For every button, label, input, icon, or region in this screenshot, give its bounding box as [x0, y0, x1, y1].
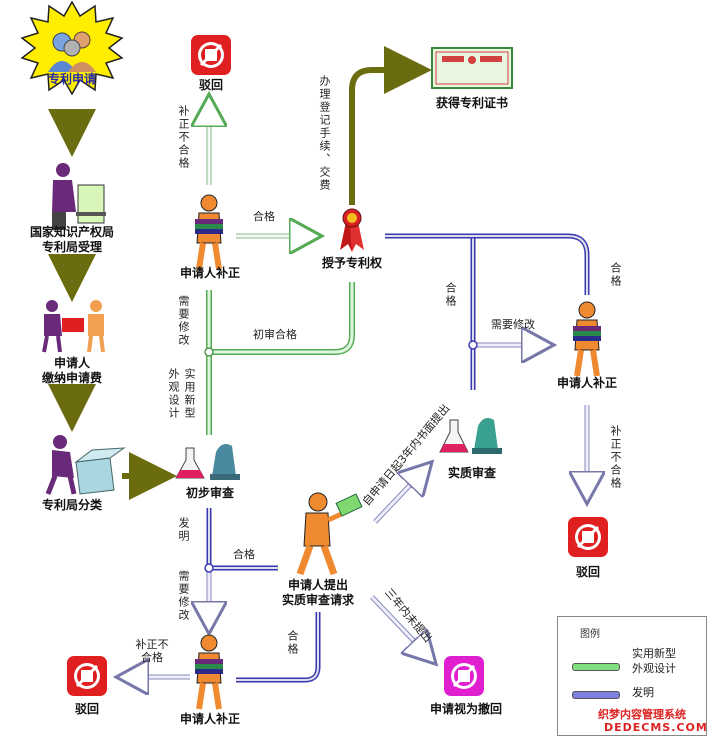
person-books-icon	[195, 634, 223, 710]
medal-icon	[340, 208, 364, 252]
node-apply: 专利申请	[47, 72, 96, 86]
withdraw-icon	[444, 656, 484, 696]
node-withdrawn: 申请视为撤回	[429, 702, 502, 716]
edge-right-need-modify: 需要修改	[491, 318, 535, 331]
lab-icon-prelim	[175, 444, 240, 480]
stop-icon	[191, 35, 231, 75]
node-request-line2: 实质审查请求	[281, 593, 354, 607]
node-substantive: 实质审查	[447, 466, 496, 480]
node-prelim: 初步审查	[185, 486, 234, 500]
edge-top-pass: 合格	[253, 210, 275, 223]
person-books-icon	[195, 194, 223, 270]
edge-register: 办理登记手续、交费	[318, 75, 331, 192]
burst-icon	[20, 0, 124, 96]
node-certificate: 获得专利证书	[435, 96, 508, 110]
edge-need-modify-bottom: 需要修改	[177, 570, 190, 622]
sorting-icon	[45, 435, 126, 495]
legend-blue: 发明	[632, 686, 654, 699]
olive-arrows	[48, 46, 432, 500]
edge-right-pass-top: 合格	[609, 262, 622, 288]
node-grant: 授予专利权	[321, 256, 382, 270]
node-reject-right: 驳回	[575, 565, 600, 579]
node-request-line1: 申请人提出	[287, 578, 348, 592]
green-paths	[205, 100, 355, 435]
edge-top-reject: 补正不合格	[177, 105, 190, 170]
edge-need-modify-left: 需要修改	[177, 295, 190, 347]
edge-utility-types: 实用新型	[183, 368, 196, 420]
node-pay-line2: 缴纳申请费	[41, 371, 102, 385]
node-reject-top: 驳回	[198, 78, 223, 92]
node-accept-line1: 国家知识产权局	[29, 225, 114, 239]
node-sort: 专利局分类	[41, 498, 102, 512]
edge-bottom-right-pass: 合格	[286, 630, 299, 656]
node-reject-bottom: 驳回	[74, 702, 99, 716]
person-request-icon	[296, 492, 363, 576]
stop-icon	[67, 656, 107, 696]
certificate-icon	[431, 47, 513, 89]
edge-prelim-pass: 初审合格	[253, 328, 297, 341]
watermark-line1: 织梦内容管理系统	[598, 708, 686, 721]
blue-paths	[122, 233, 587, 680]
node-pay-line1: 申请人	[53, 356, 90, 370]
legend-green-line1: 实用新型	[632, 647, 676, 660]
edge-design-types: 外观设计	[167, 368, 180, 420]
node-correct-bottom: 申请人补正	[179, 712, 240, 726]
edge-bottom-reject: 补正不合格	[135, 638, 169, 664]
edge-right-pass-mid: 合格	[444, 282, 457, 308]
person-books-icon	[573, 301, 601, 377]
legend-swatch-blue	[572, 691, 620, 699]
watermark-line2: DEDECMS.COM	[604, 721, 708, 734]
legend-green-line2: 外观设计	[632, 662, 676, 675]
node-correct-right: 申请人补正	[556, 376, 617, 390]
fee-exchange-icon	[42, 300, 105, 353]
edge-right-reject: 补正不合格	[609, 425, 622, 490]
legend-swatch-green	[572, 663, 620, 671]
node-correct-top: 申请人补正	[179, 266, 240, 280]
stop-icon	[568, 517, 608, 557]
node-accept-line2: 专利局受理	[41, 240, 102, 254]
edge-bottom-pass: 合格	[233, 548, 255, 561]
office-worker-icon	[52, 163, 106, 230]
lab-icon-substantive	[439, 418, 502, 454]
legend-title: 图例	[580, 629, 600, 640]
legend: 图例 实用新型 外观设计 发明	[557, 616, 707, 736]
edge-invention: 发明	[177, 517, 190, 543]
